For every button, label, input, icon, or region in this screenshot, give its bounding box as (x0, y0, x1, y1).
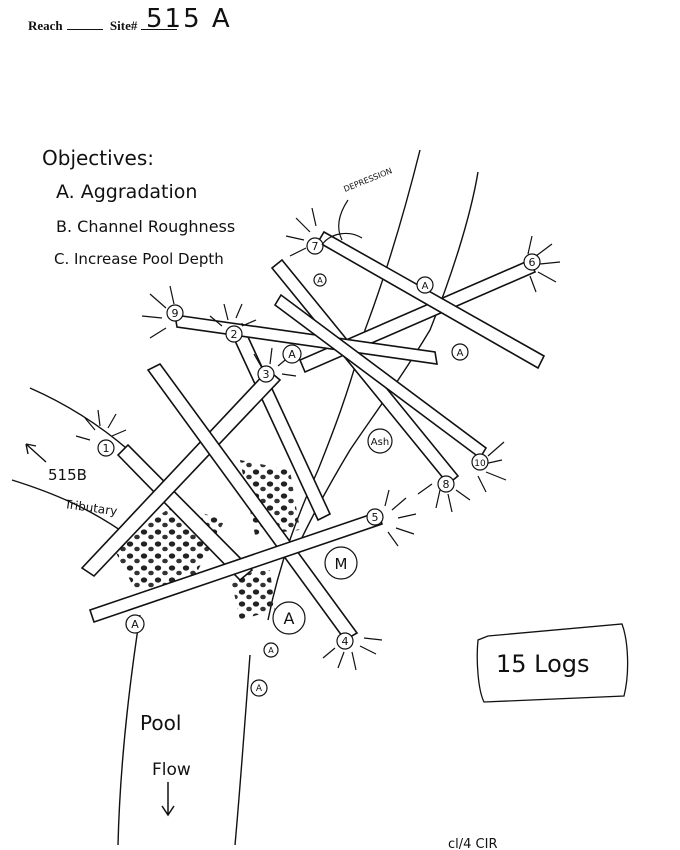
marker-5-circle (125, 614, 145, 634)
rootwad-5 (384, 489, 417, 547)
marker-5-label: A (131, 618, 139, 631)
log-4-circle (336, 632, 354, 650)
marker-8-label: A (256, 684, 263, 694)
log-number-circles (97, 237, 541, 650)
right-bank-upper (267, 149, 421, 621)
log-3-body (80, 368, 282, 578)
depression-arc (321, 232, 363, 246)
marker-4-circle (313, 273, 327, 287)
tributary-name: 515B (48, 466, 87, 484)
rootwad-9 (141, 285, 175, 339)
site-blank (141, 29, 178, 30)
flow-arrow (161, 782, 175, 817)
log-3-circle (257, 365, 275, 383)
log-1-circle (97, 439, 115, 457)
site-label: Site# (109, 18, 138, 33)
tributary-bank (11, 479, 121, 531)
rootwad-7 (285, 207, 317, 257)
log-10-body (273, 293, 488, 460)
pool-right-bank (234, 654, 251, 846)
logs (80, 230, 546, 642)
marker-m-circle (324, 546, 358, 580)
log-count-outline (476, 623, 629, 703)
rootwad-10 (477, 441, 507, 493)
log-2-circle (225, 325, 243, 343)
log-numbers: 1 2 3 4 5 6 7 8 9 10 (103, 240, 536, 648)
reach-blank (66, 29, 103, 30)
marker-circles (125, 273, 469, 697)
marker-2-circle (451, 343, 469, 361)
objective-c: C. Increase Pool Depth (54, 250, 224, 268)
log-3-number: 3 (263, 368, 270, 381)
log-6-circle (523, 253, 541, 271)
pool-flow-annotation: Pool Flow (140, 711, 191, 817)
log-5-number: 5 (372, 511, 379, 524)
depression-annotation: DEPRESSION (321, 166, 393, 246)
ash-label: Ash (371, 437, 389, 448)
tributary-label: Tributary (63, 497, 119, 518)
marker-m-label: M (335, 555, 348, 573)
site-number: 515 A (146, 4, 232, 34)
depression-label: DEPRESSION (342, 166, 393, 194)
pool-left-bank (117, 614, 141, 846)
log-10-circle (471, 453, 489, 471)
rock-cluster-lower (230, 570, 275, 620)
marker-6-label: A (284, 609, 295, 628)
rootwad-1 (75, 409, 127, 441)
log-1-number: 1 (103, 442, 110, 455)
pool-label: Pool (140, 711, 181, 735)
form-header: Reach Site# (28, 18, 181, 34)
marker-3-label: A (288, 348, 296, 361)
rootwad-2 (209, 303, 257, 327)
ash-circle (367, 428, 393, 454)
log-9-number: 9 (172, 307, 179, 320)
log-8-number: 8 (443, 478, 450, 491)
flow-label: Flow (152, 760, 191, 780)
log-5-circle (366, 508, 384, 526)
marker-2-label: A (457, 348, 464, 359)
log-4-number: 4 (342, 635, 349, 648)
log-6-number: 6 (529, 256, 536, 269)
rootwads (75, 207, 561, 671)
objectives-block: Objectives: A. Aggradation B. Channel Ro… (42, 146, 235, 268)
objectives-heading: Objectives: (42, 146, 154, 170)
rootwad-3 (253, 347, 297, 377)
log-1-body (116, 443, 254, 582)
log-7-number: 7 (312, 240, 319, 253)
marker-1-circle (416, 276, 434, 294)
bottom-note: cl/4 CIR (448, 837, 498, 850)
log-7-circle (306, 237, 324, 255)
depression-pointer (338, 199, 349, 241)
marker-7-circle (263, 642, 279, 658)
tributary-arrow (25, 443, 47, 463)
marker-8-circle (250, 679, 268, 697)
log-10-number: 10 (474, 459, 486, 469)
reach-label: Reach (28, 18, 63, 33)
objective-b: B. Channel Roughness (56, 217, 235, 236)
marker-1-label: A (422, 281, 429, 292)
rootwad-8 (417, 483, 471, 513)
log-9-circle (166, 304, 184, 322)
marker-7-label: A (268, 646, 274, 655)
marker-6-circle (272, 601, 306, 635)
log-count-label: 15 Logs (496, 650, 590, 678)
log-9-body (174, 314, 438, 365)
rootwad-4 (322, 637, 383, 671)
log-7-body (316, 230, 546, 370)
marker-labels: A A A A A A A A M Ash (131, 276, 463, 694)
rootwad-6 (527, 235, 561, 293)
log-2-number: 2 (231, 328, 238, 341)
marker-3-circle (282, 344, 302, 364)
log-count-box: 15 Logs (476, 623, 629, 703)
log-8-circle (437, 475, 455, 493)
objective-a: A. Aggradation (56, 181, 197, 203)
marker-4-label: A (317, 276, 323, 285)
